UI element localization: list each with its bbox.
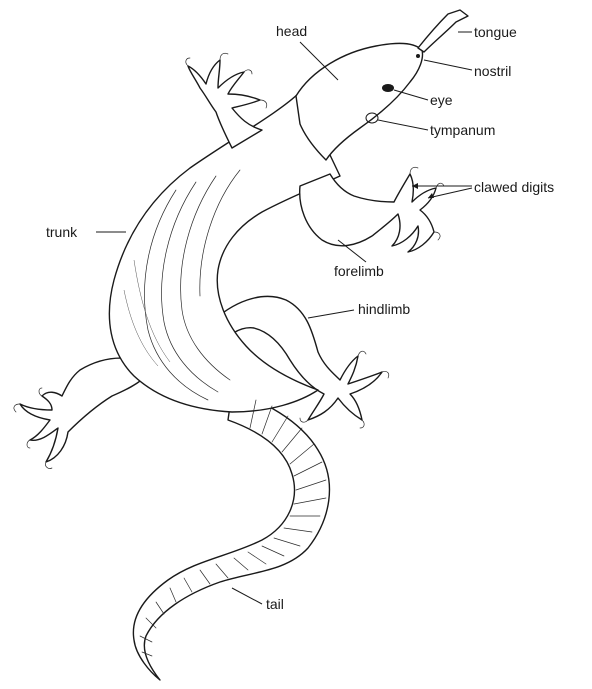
eye-mark bbox=[382, 84, 394, 92]
label-forelimb: forelimb bbox=[334, 263, 384, 279]
label-trunk: trunk bbox=[46, 224, 78, 240]
label-tail: tail bbox=[266, 596, 284, 612]
front-left-leg bbox=[188, 60, 262, 148]
label-head: head bbox=[276, 23, 307, 39]
label-eye: eye bbox=[430, 92, 453, 108]
label-hindlimb: hindlimb bbox=[358, 301, 410, 317]
back-left-leg bbox=[20, 358, 146, 462]
label-clawed-digits: clawed digits bbox=[474, 179, 554, 195]
tongue-shape bbox=[418, 10, 468, 52]
label-nostril: nostril bbox=[474, 63, 511, 79]
tail-shape bbox=[133, 392, 329, 680]
nostril-mark bbox=[416, 54, 420, 58]
label-tympanum: tympanum bbox=[430, 122, 495, 138]
hindlimb-leader bbox=[308, 310, 354, 318]
nostril-leader bbox=[424, 60, 472, 70]
head-shape bbox=[296, 43, 423, 160]
tympanum-leader bbox=[378, 120, 428, 130]
label-tongue: tongue bbox=[474, 24, 517, 40]
tail-leader bbox=[232, 588, 262, 604]
lizard-illustration bbox=[14, 10, 468, 680]
